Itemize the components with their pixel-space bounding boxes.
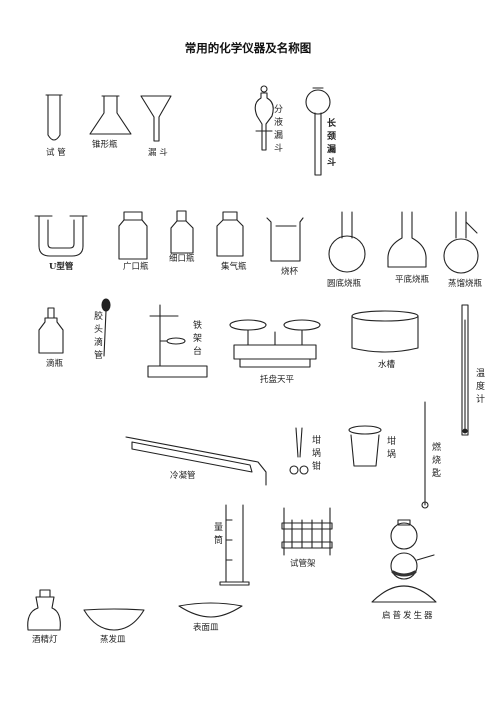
label-crucible-tongs: 坩埚钳 — [312, 436, 322, 473]
label-narrow-mouth-bottle: 细口瓶 — [169, 254, 195, 264]
label-test-tube: 试 管 — [46, 148, 66, 158]
label-evaporating-dish: 蒸发皿 — [100, 635, 126, 645]
label-long-neck-funnel: 长颈漏斗 — [327, 119, 337, 169]
label-gas-jar: 集气瓶 — [221, 262, 247, 272]
label-round-flask: 圆底烧瓶 — [327, 279, 362, 289]
dropper-drawing — [101, 298, 111, 357]
water-trough-drawing — [351, 310, 419, 353]
balance-drawing — [229, 319, 321, 368]
narrow-mouth-bottle-drawing — [170, 210, 194, 254]
label-graduated-cylinder: 量筒 — [214, 523, 224, 547]
flat-flask-drawing — [387, 211, 427, 268]
long-neck-funnel-drawing — [305, 87, 331, 176]
label-iron-stand: 铁架台 — [193, 321, 203, 358]
funnel-drawing — [140, 95, 172, 142]
separatory-funnel-drawing — [254, 85, 274, 151]
watch-glass-drawing — [178, 602, 243, 618]
dropper-bottle-drawing — [38, 307, 64, 354]
combustion-spoon-drawing — [421, 401, 429, 509]
beaker-drawing — [266, 217, 304, 262]
iron-stand-drawing — [147, 304, 208, 378]
crucible-drawing — [348, 425, 382, 467]
label-flat-flask: 平底烧瓶 — [395, 275, 430, 285]
test-tube-drawing — [45, 94, 63, 141]
label-test-tube-rack: 试管架 — [290, 559, 316, 569]
label-condenser: 冷凝管 — [170, 471, 196, 481]
label-beaker: 烧杯 — [281, 267, 299, 277]
label-balance: 托盘天平 — [260, 375, 295, 385]
label-u-tube: U型管 — [49, 262, 74, 272]
label-funnel: 漏 斗 — [148, 148, 168, 158]
test-tube-rack-drawing — [281, 507, 333, 556]
crucible-tongs-drawing — [289, 427, 309, 475]
label-dropper: 胶头滴管 — [94, 312, 104, 362]
gas-jar-drawing — [216, 211, 244, 257]
condenser-drawing — [125, 436, 267, 486]
wide-mouth-bottle-drawing — [118, 211, 148, 260]
conical-flask-drawing — [89, 95, 132, 135]
label-watch-glass: 表面皿 — [193, 623, 219, 633]
round-flask-drawing — [328, 211, 366, 273]
u-tube-drawing — [34, 215, 88, 257]
label-alcohol-lamp: 酒精灯 — [32, 635, 58, 645]
label-wide-mouth-bottle: 广口瓶 — [123, 262, 149, 272]
distilling-flask-drawing — [443, 211, 479, 274]
alcohol-lamp-drawing — [27, 589, 61, 631]
label-conical-flask: 锥形瓶 — [92, 140, 118, 150]
label-crucible: 坩埚 — [387, 437, 397, 461]
evaporating-dish-drawing — [83, 608, 145, 631]
label-separatory-funnel: 分液漏斗 — [274, 105, 284, 155]
label-combustion-spoon: 燃烧匙 — [432, 443, 442, 480]
graduated-cylinder-drawing — [219, 504, 250, 586]
thermometer-drawing — [461, 304, 469, 436]
kipp-generator-drawing — [371, 519, 437, 603]
page-title: 常用的化学仪器及名称图 — [184, 41, 312, 55]
label-water-trough: 水槽 — [378, 360, 396, 370]
label-distilling-flask: 蒸馏烧瓶 — [448, 279, 483, 289]
label-dropper-bottle: 滴瓶 — [46, 359, 64, 369]
label-kipp-generator: 启普发生器 — [382, 611, 435, 621]
label-thermometer: 温度计 — [476, 369, 486, 406]
